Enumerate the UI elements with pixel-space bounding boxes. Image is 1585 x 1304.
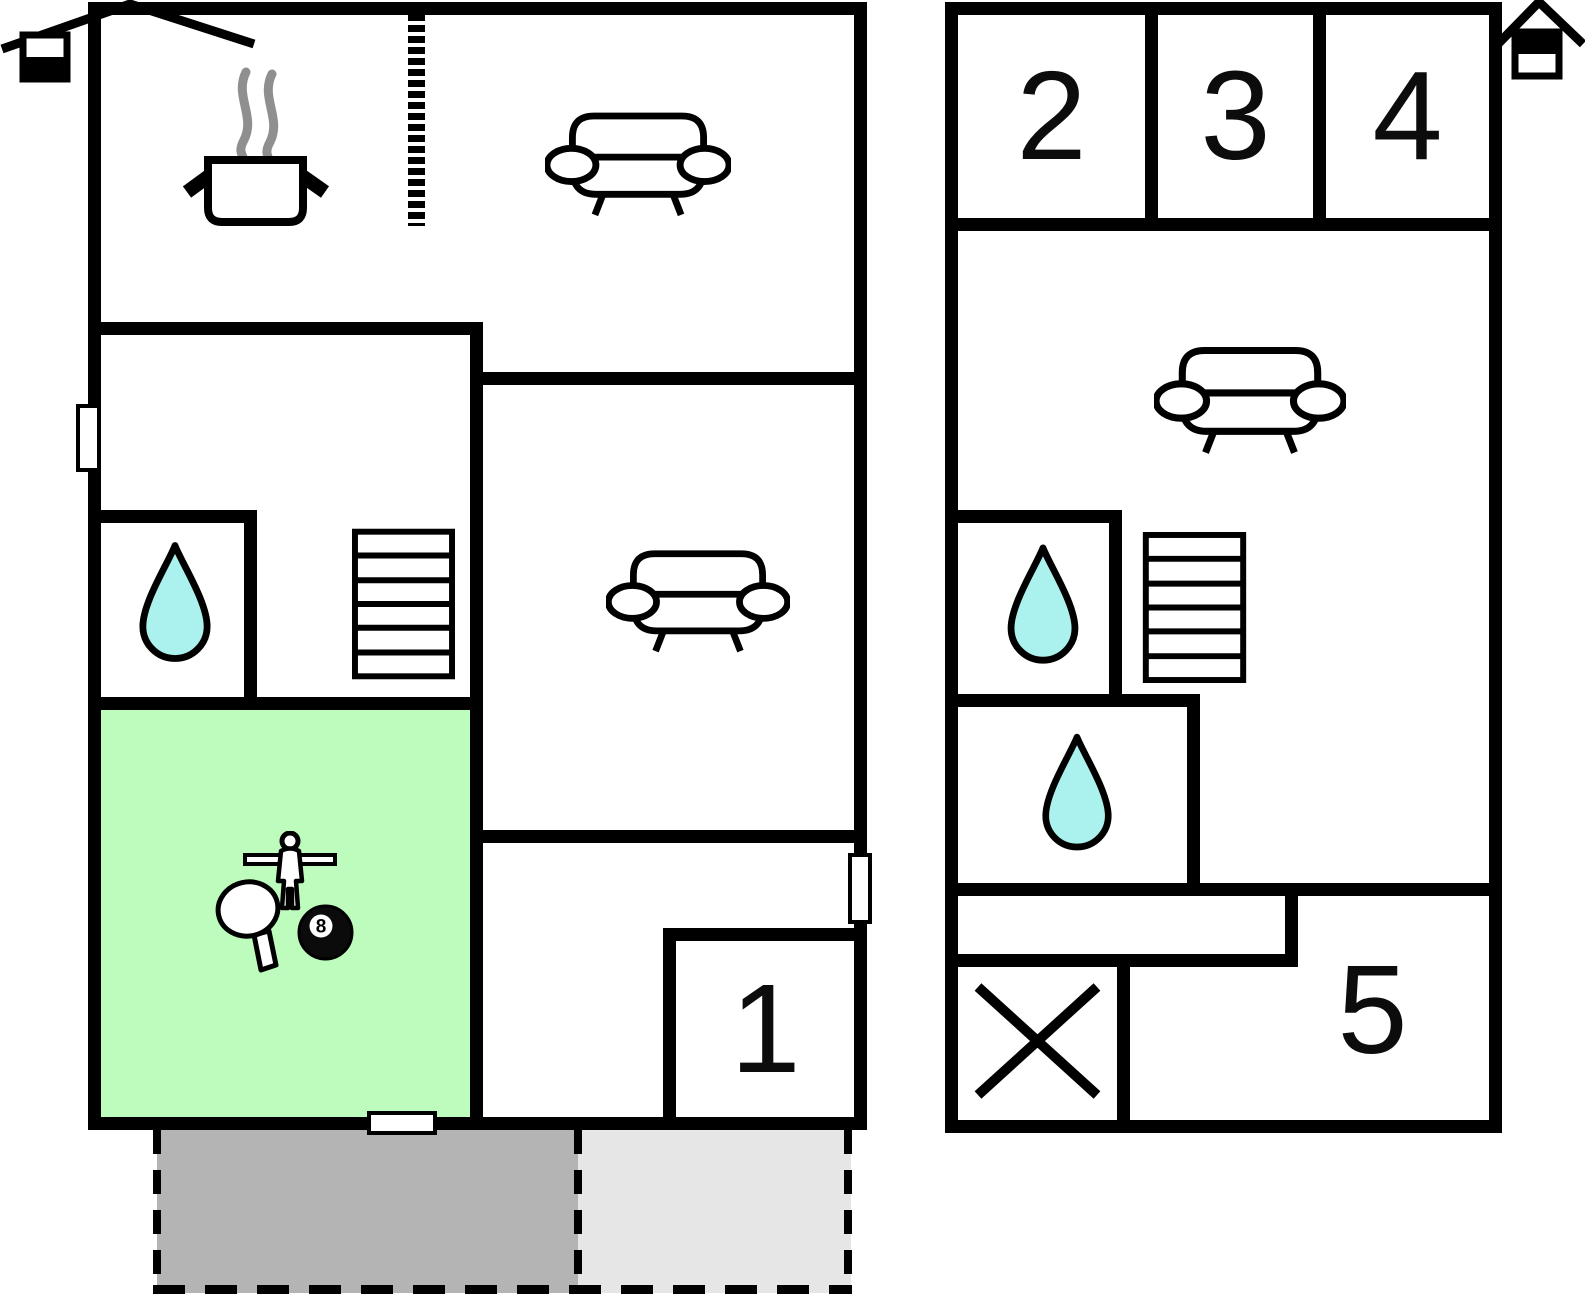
stairs-icon: [352, 528, 455, 680]
sofa-icon: [545, 108, 731, 218]
dashed-partition-wall: [408, 14, 425, 226]
room-label-4: 4: [1372, 45, 1443, 186]
terrace-dashed-edge-right: [844, 1130, 852, 1293]
wall-segment: [88, 2, 867, 15]
wall-segment: [854, 2, 867, 1130]
wall-segment: [244, 510, 257, 710]
room-label-2: 2: [1016, 45, 1087, 186]
wall-segment: [101, 510, 257, 523]
wall-segment: [88, 322, 483, 335]
wall-segment: [88, 2, 101, 1130]
wall-segment: [88, 697, 483, 710]
room-label-1: 1: [730, 958, 801, 1099]
wall-segment: [1187, 694, 1200, 896]
terrace-dashed-edge-left: [153, 1130, 161, 1293]
stairs-icon: [1142, 532, 1247, 683]
game-room-fill: [101, 710, 470, 1117]
door-marker: [367, 1111, 437, 1135]
water-drop-icon: [1006, 544, 1080, 666]
terrace-dark: [157, 1130, 578, 1293]
house-level-upper-icon: [1492, 0, 1585, 80]
water-drop-icon: [1041, 731, 1113, 855]
wall-segment: [1489, 2, 1502, 1133]
room-label-3: 3: [1200, 45, 1271, 186]
wall-segment: [470, 830, 867, 843]
wall-segment: [945, 883, 1502, 896]
window-marker: [76, 404, 101, 472]
table-tennis-paddle-icon: [215, 879, 281, 973]
cooking-pot-icon: [182, 67, 330, 226]
sofa-icon: [606, 546, 790, 654]
wall-segment: [945, 694, 1200, 707]
house-level-ground-icon: [0, 0, 256, 83]
wall-segment: [1117, 954, 1130, 1133]
water-drop-icon: [138, 541, 212, 665]
room-label-5: 5: [1337, 939, 1408, 1080]
wall-segment: [945, 510, 1122, 523]
wall-segment: [945, 1120, 1502, 1133]
terrace-dashed-edge-bottom: [153, 1285, 852, 1294]
eight-ball-digit: 8: [316, 917, 327, 938]
wall-segment: [1109, 510, 1122, 707]
wall-segment: [470, 322, 483, 1130]
foosball-player-icon: [243, 831, 337, 911]
sofa-icon: [1154, 342, 1346, 456]
wall-segment: [945, 2, 958, 1133]
wall-segment: [663, 928, 676, 1130]
wall-segment: [1313, 2, 1326, 231]
wall-segment: [1145, 2, 1158, 231]
terrace-dashed-divider: [574, 1130, 582, 1293]
window-marker: [848, 853, 872, 924]
wall-segment: [945, 218, 1502, 231]
wall-segment: [470, 372, 867, 385]
eight-ball-icon: 8: [297, 904, 354, 961]
terrace-light: [578, 1130, 851, 1293]
wall-segment: [945, 2, 1502, 15]
wall-segment: [1285, 883, 1298, 967]
void-cross-icon: [974, 983, 1101, 1099]
wall-segment: [663, 928, 867, 941]
